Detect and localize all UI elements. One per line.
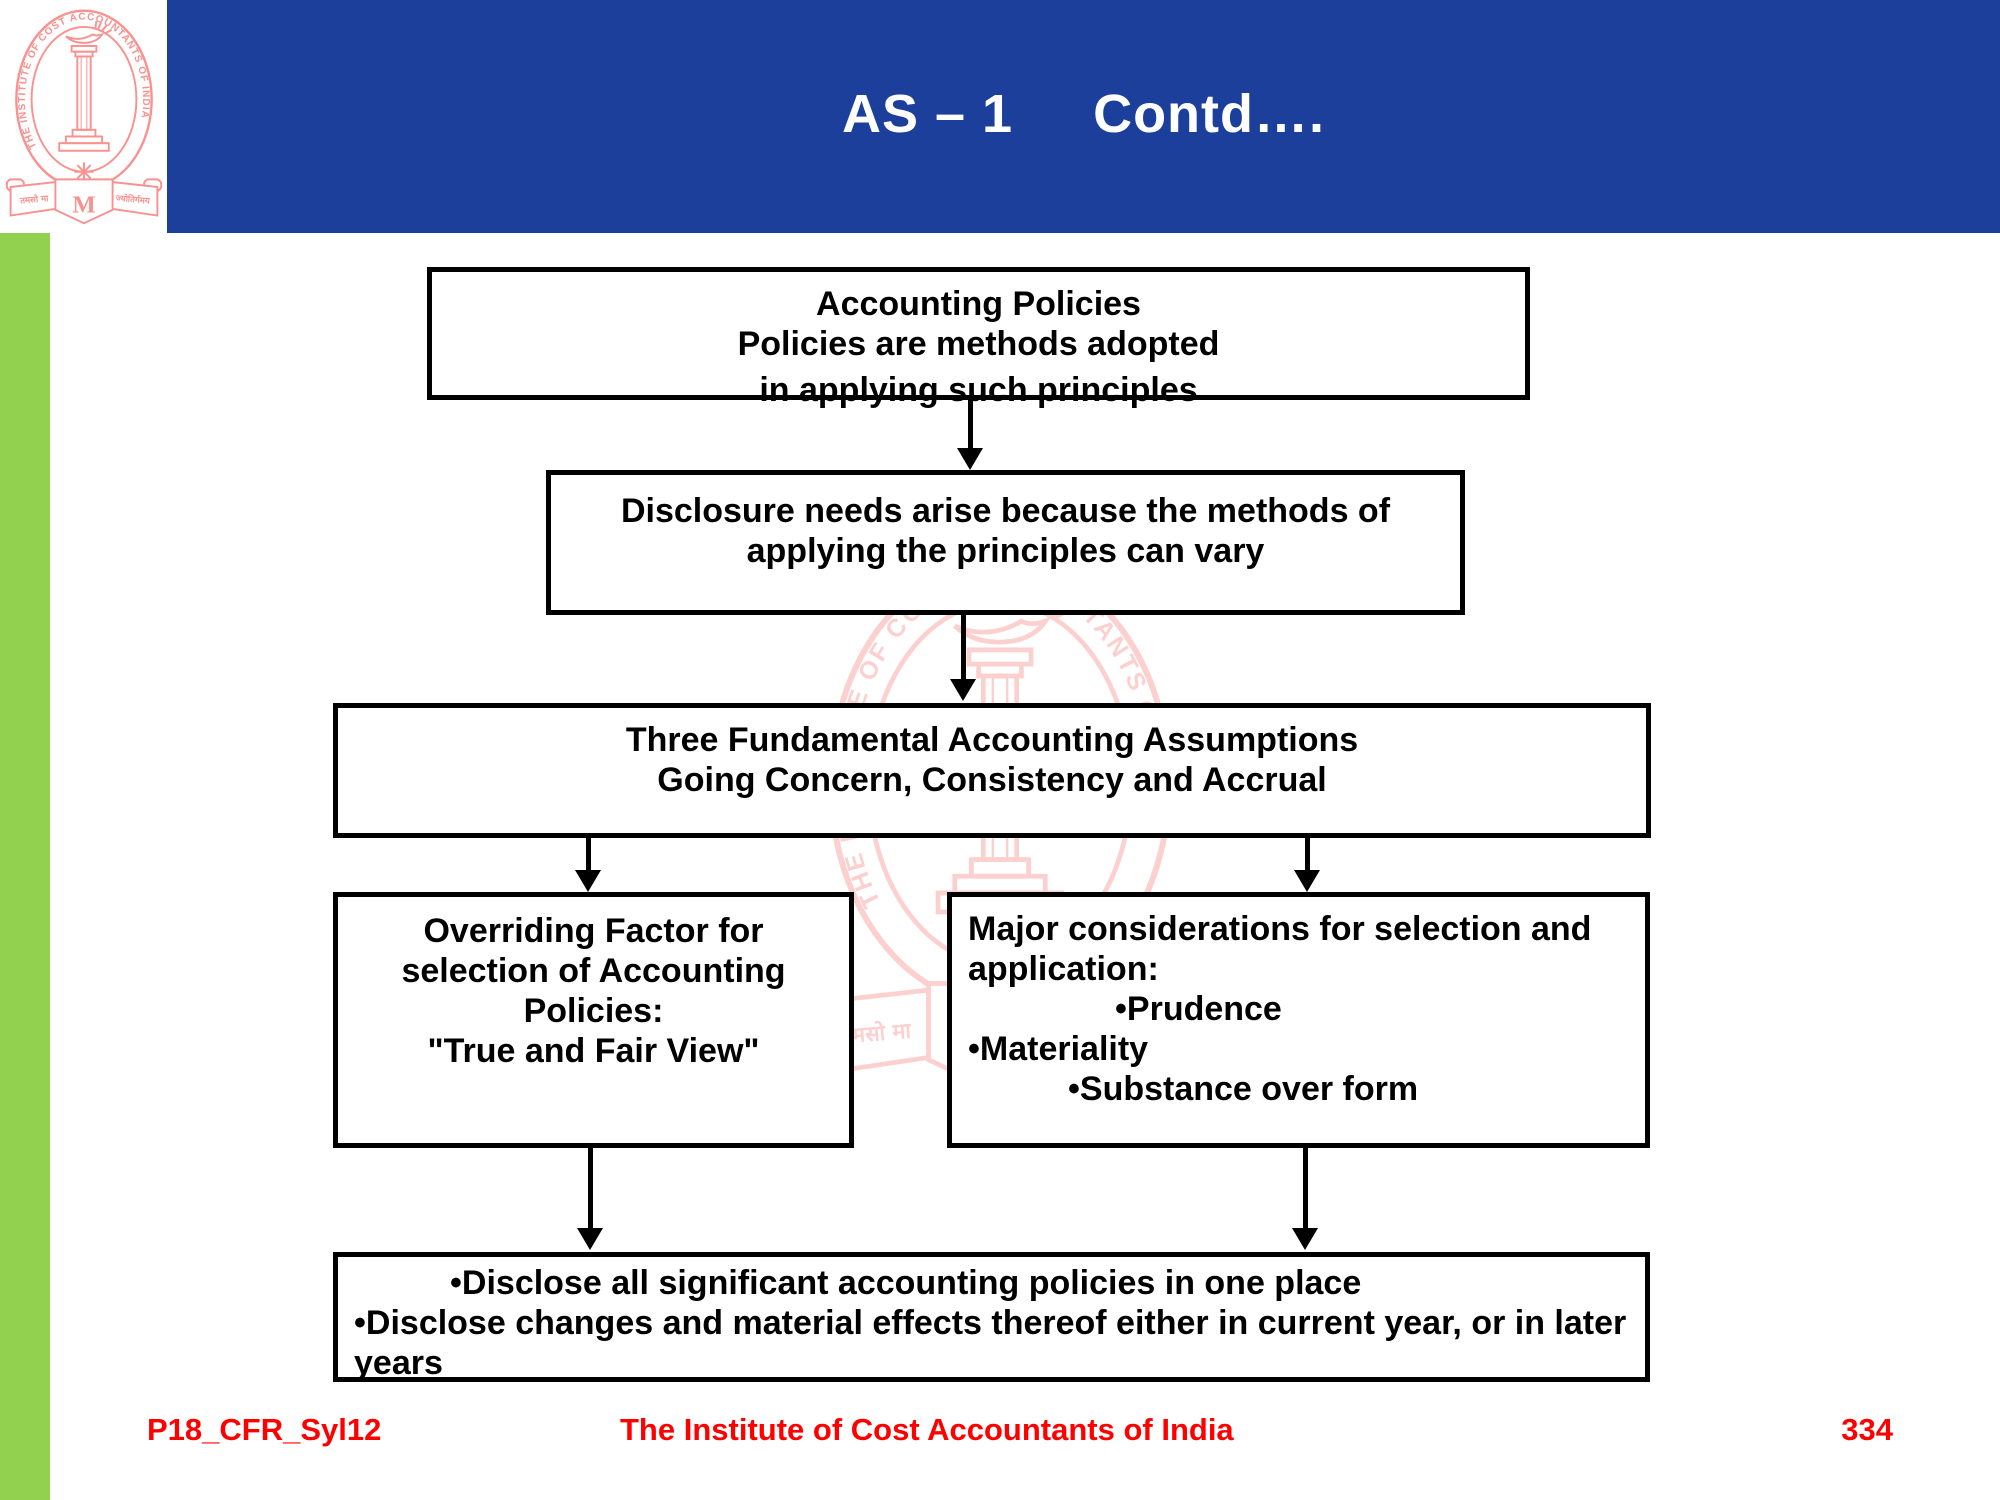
flow-box-accounting-policies: Accounting Policies Policies are methods… [427, 267, 1530, 409]
footer-page-number: 334 [1841, 1412, 1893, 1447]
box4-line: selection of Accounting [401, 952, 786, 990]
arrow-box2-box3-head [950, 679, 976, 701]
box4-line: Policies: [523, 992, 664, 1030]
box6-bullet-disclose-changes-wrap: years [354, 1344, 443, 1382]
footer-course-code: P18_CFR_Syl12 [147, 1412, 382, 1447]
arrow-box3-box4-line [586, 838, 591, 872]
box2-line: Disclosure needs arise because the metho… [620, 492, 1391, 530]
institute-logo [0, 0, 167, 233]
arrow-box5-box6-head [1292, 1228, 1318, 1250]
box1-line: Accounting Policies [816, 285, 1141, 323]
arrow-box4-box6-head [577, 1228, 603, 1250]
institute-logo-icon [3, 2, 165, 230]
box3-line: Three Fundamental Accounting Assumptions [625, 721, 1359, 759]
flow-box-disclosure-needs: Disclosure needs arise because the metho… [546, 470, 1465, 615]
box1-line: Policies are methods adopted [737, 325, 1220, 363]
arrow-box3-box5-head [1294, 870, 1320, 892]
box4-line: Overriding Factor for [423, 912, 764, 950]
arrow-box3-box4-head [575, 870, 601, 892]
header-bar: AS – 1 Contd…. [167, 0, 2000, 233]
box4-line: "True and Fair View" [427, 1032, 760, 1070]
arrow-box4-box6-line [588, 1148, 593, 1230]
arrow-box1-box2-head [957, 448, 983, 470]
flow-box-fundamental-assumptions: Three Fundamental Accounting Assumptions… [333, 703, 1651, 838]
arrow-box5-box6-line [1303, 1148, 1308, 1230]
footer: P18_CFR_Syl12 The Institute of Cost Acco… [0, 1412, 2000, 1452]
box5-bullet-substance: •Substance over form [1068, 1070, 1419, 1108]
arrow-box1-box2-line [968, 400, 973, 450]
arrow-box2-box3-line [961, 615, 966, 681]
footer-institute-name: The Institute of Cost Accountants of Ind… [620, 1412, 1234, 1447]
box6-bullet-disclose-changes: •Disclose changes and material effects t… [354, 1304, 1627, 1342]
box6-bullet-disclose-all: •Disclose all significant accounting pol… [450, 1264, 1362, 1302]
flow-box-overriding-factor: Overriding Factor for selection of Accou… [333, 892, 854, 1148]
box1-line: in applying such principles [759, 371, 1198, 409]
box5-bullet-prudence: •Prudence [1115, 990, 1282, 1028]
slide-title: AS – 1 Contd…. [841, 83, 1326, 144]
box3-line: Going Concern, Consistency and Accrual [657, 761, 1327, 799]
box5-bullet-materiality: •Materiality [968, 1030, 1149, 1068]
box5-line: application: [968, 950, 1159, 988]
green-stripe [0, 233, 50, 1500]
box2-line: applying the principles can vary [746, 532, 1265, 570]
box5-line: Major considerations for selection and [968, 910, 1592, 948]
flow-box-major-considerations: Major considerations for selection and a… [947, 892, 1650, 1148]
arrow-box3-box5-line [1305, 838, 1310, 872]
flow-box-disclosure-rules: •Disclose all significant accounting pol… [333, 1252, 1650, 1382]
